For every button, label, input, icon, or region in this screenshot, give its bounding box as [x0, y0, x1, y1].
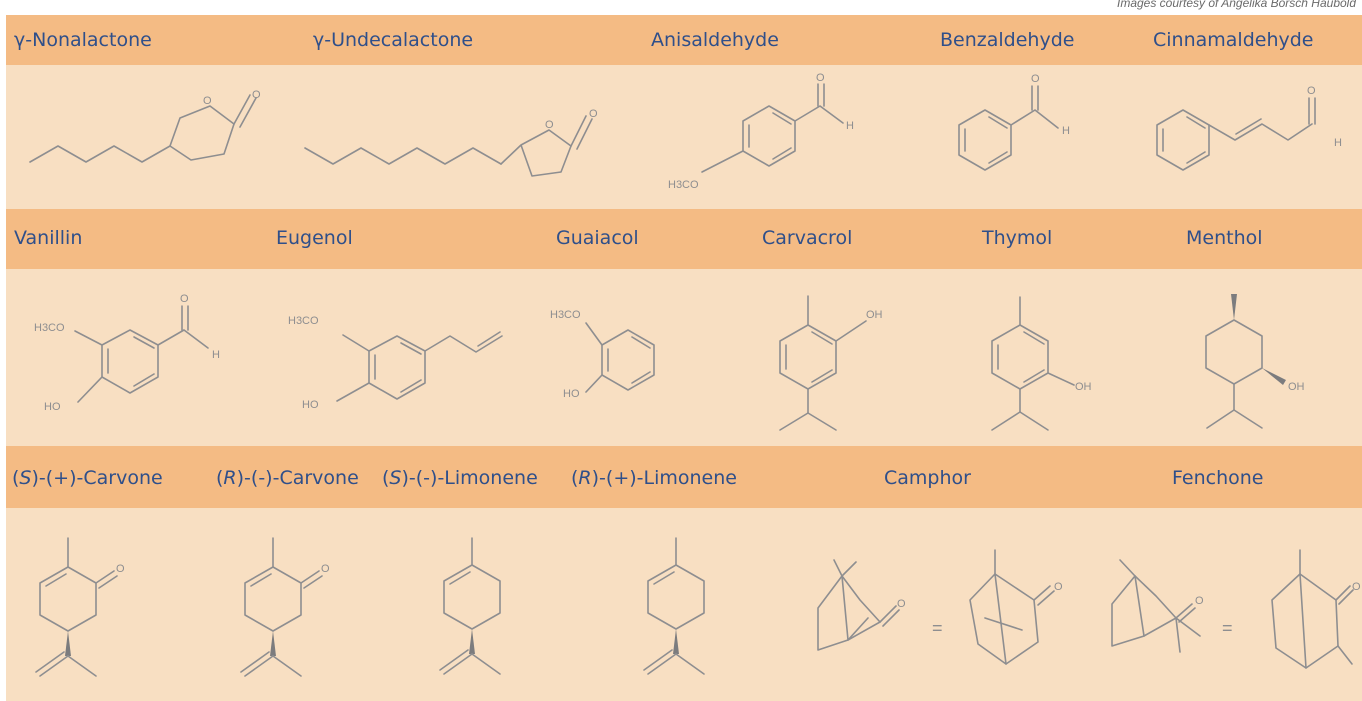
label-r-carvone: (R)-(-)-Carvone: [216, 467, 359, 489]
structure-benzaldehyde: O H: [958, 73, 1070, 171]
hydroxyl-label: HO: [44, 401, 61, 413]
structure-carvacrol: OH: [779, 295, 883, 431]
label-carvacrol: Carvacrol: [762, 227, 853, 249]
oxygen-label: O: [816, 72, 825, 84]
methoxy-label: H3CO: [34, 322, 65, 334]
structure-s-limonene: [439, 537, 501, 675]
hydrogen-label: H: [846, 120, 854, 132]
header-band-row-2: [6, 209, 1362, 269]
structure-fenchone: O = O: [1111, 549, 1361, 669]
oxygen-label: O: [1054, 581, 1063, 593]
equals-sign: =: [932, 618, 943, 638]
structure-camphor: O = O: [817, 549, 1063, 665]
label-cinnamaldehyde: Cinnamaldehyde: [1153, 29, 1314, 51]
hydroxyl-label: HO: [302, 399, 319, 411]
hydrogen-label: H: [1334, 137, 1342, 149]
label-gamma-nonalactone: γ-Nonalactone: [14, 29, 152, 51]
equals-sign: =: [1222, 618, 1233, 638]
image-credit: Images courtesy of Angelika Borsch Haubo…: [1116, 0, 1356, 10]
compound-name: -(-)-Limonene: [408, 467, 538, 489]
structure-anisaldehyde: O H H3CO: [668, 72, 854, 191]
compound-name: -(+)-Carvone: [38, 467, 163, 489]
label-eugenol: Eugenol: [276, 227, 353, 249]
label-guaiacol: Guaiacol: [556, 227, 639, 249]
label-s-limonene: (S)-(-)-Limonene: [382, 467, 538, 489]
oxygen-label: O: [897, 598, 906, 610]
methoxy-label: H3CO: [668, 179, 699, 191]
structure-eugenol: H3CO HO: [288, 315, 503, 411]
structure-gamma-nonalactone: O O: [29, 89, 261, 163]
oxygen-label: O: [252, 89, 261, 101]
hydroxyl-label: OH: [866, 309, 883, 321]
label-thymol: Thymol: [982, 227, 1053, 249]
structure-gamma-undecalactone: O O: [304, 108, 598, 177]
oxygen-label: O: [180, 293, 189, 305]
hydrogen-label: H: [212, 349, 220, 361]
structure-cinnamaldehyde: O H: [1156, 85, 1342, 171]
oxygen-label: O: [1031, 73, 1040, 85]
structure-vanillin: O H H3CO HO: [34, 293, 220, 413]
oxygen-label: O: [1307, 85, 1316, 97]
label-menthol: Menthol: [1186, 227, 1263, 249]
hydroxyl-label: OH: [1288, 381, 1305, 393]
label-r-limonene: (R)-(+)-Limonene: [571, 467, 737, 489]
oxygen-label: O: [589, 108, 598, 120]
structure-thymol: OH: [991, 296, 1092, 431]
hydroxyl-label: HO: [563, 388, 580, 400]
label-vanillin: Vanillin: [14, 227, 83, 249]
label-anisaldehyde: Anisaldehyde: [651, 29, 779, 51]
label-gamma-undecalactone: γ-Undecalactone: [313, 29, 474, 51]
structure-menthol: OH: [1205, 294, 1305, 429]
header-band-row-3: [6, 446, 1362, 508]
stereo-prefix: S: [19, 467, 32, 489]
methoxy-label: H3CO: [550, 309, 581, 321]
oxygen-label: O: [203, 95, 212, 107]
label-camphor: Camphor: [884, 467, 971, 489]
hydroxyl-label: OH: [1075, 381, 1092, 393]
stereo-prefix: R: [223, 467, 237, 489]
structure-guaiacol: H3CO HO: [550, 309, 655, 400]
label-benzaldehyde: Benzaldehyde: [940, 29, 1075, 51]
label-s-carvone: (S)-(+)-Carvone: [12, 467, 163, 489]
structure-s-carvone: O: [35, 537, 125, 677]
structure-r-limonene: [643, 537, 705, 675]
methoxy-label: H3CO: [288, 315, 319, 327]
oxygen-label: O: [1195, 595, 1204, 607]
oxygen-label: O: [545, 119, 554, 131]
structure-r-carvone: O: [240, 537, 330, 677]
oxygen-label: O: [321, 563, 330, 575]
stereo-prefix: R: [578, 467, 592, 489]
compound-name: -(+)-Limonene: [599, 467, 737, 489]
stereo-prefix: S: [389, 467, 402, 489]
header-band-row-1: [6, 15, 1362, 65]
compound-name: -(-)-Carvone: [244, 467, 359, 489]
oxygen-label: O: [116, 563, 125, 575]
hydrogen-label: H: [1062, 125, 1070, 137]
oxygen-label: O: [1352, 581, 1361, 593]
label-fenchone: Fenchone: [1172, 467, 1264, 489]
